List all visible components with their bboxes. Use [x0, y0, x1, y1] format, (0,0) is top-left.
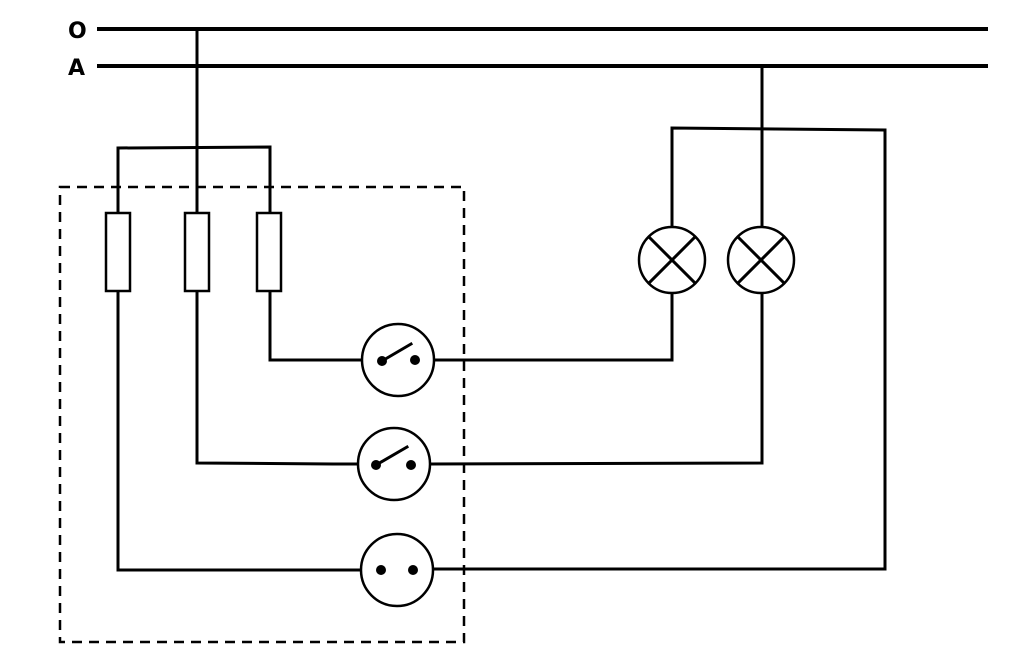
switch-1	[360, 322, 436, 398]
fuse-2	[183, 211, 211, 293]
switch-2	[356, 426, 432, 502]
circuit-wires	[116, 289, 764, 572]
fuse-3	[255, 211, 283, 293]
bus-a-label: A	[68, 56, 85, 81]
switch-3	[359, 532, 435, 608]
fuse-1	[104, 211, 132, 293]
fuse-feed-wires	[116, 27, 272, 215]
lamp-feed-wires	[430, 64, 887, 571]
lamp-1	[637, 225, 707, 295]
bus-o-label: O	[68, 19, 87, 44]
switchboard-enclosure	[58, 185, 466, 644]
lamp-2	[726, 225, 796, 295]
